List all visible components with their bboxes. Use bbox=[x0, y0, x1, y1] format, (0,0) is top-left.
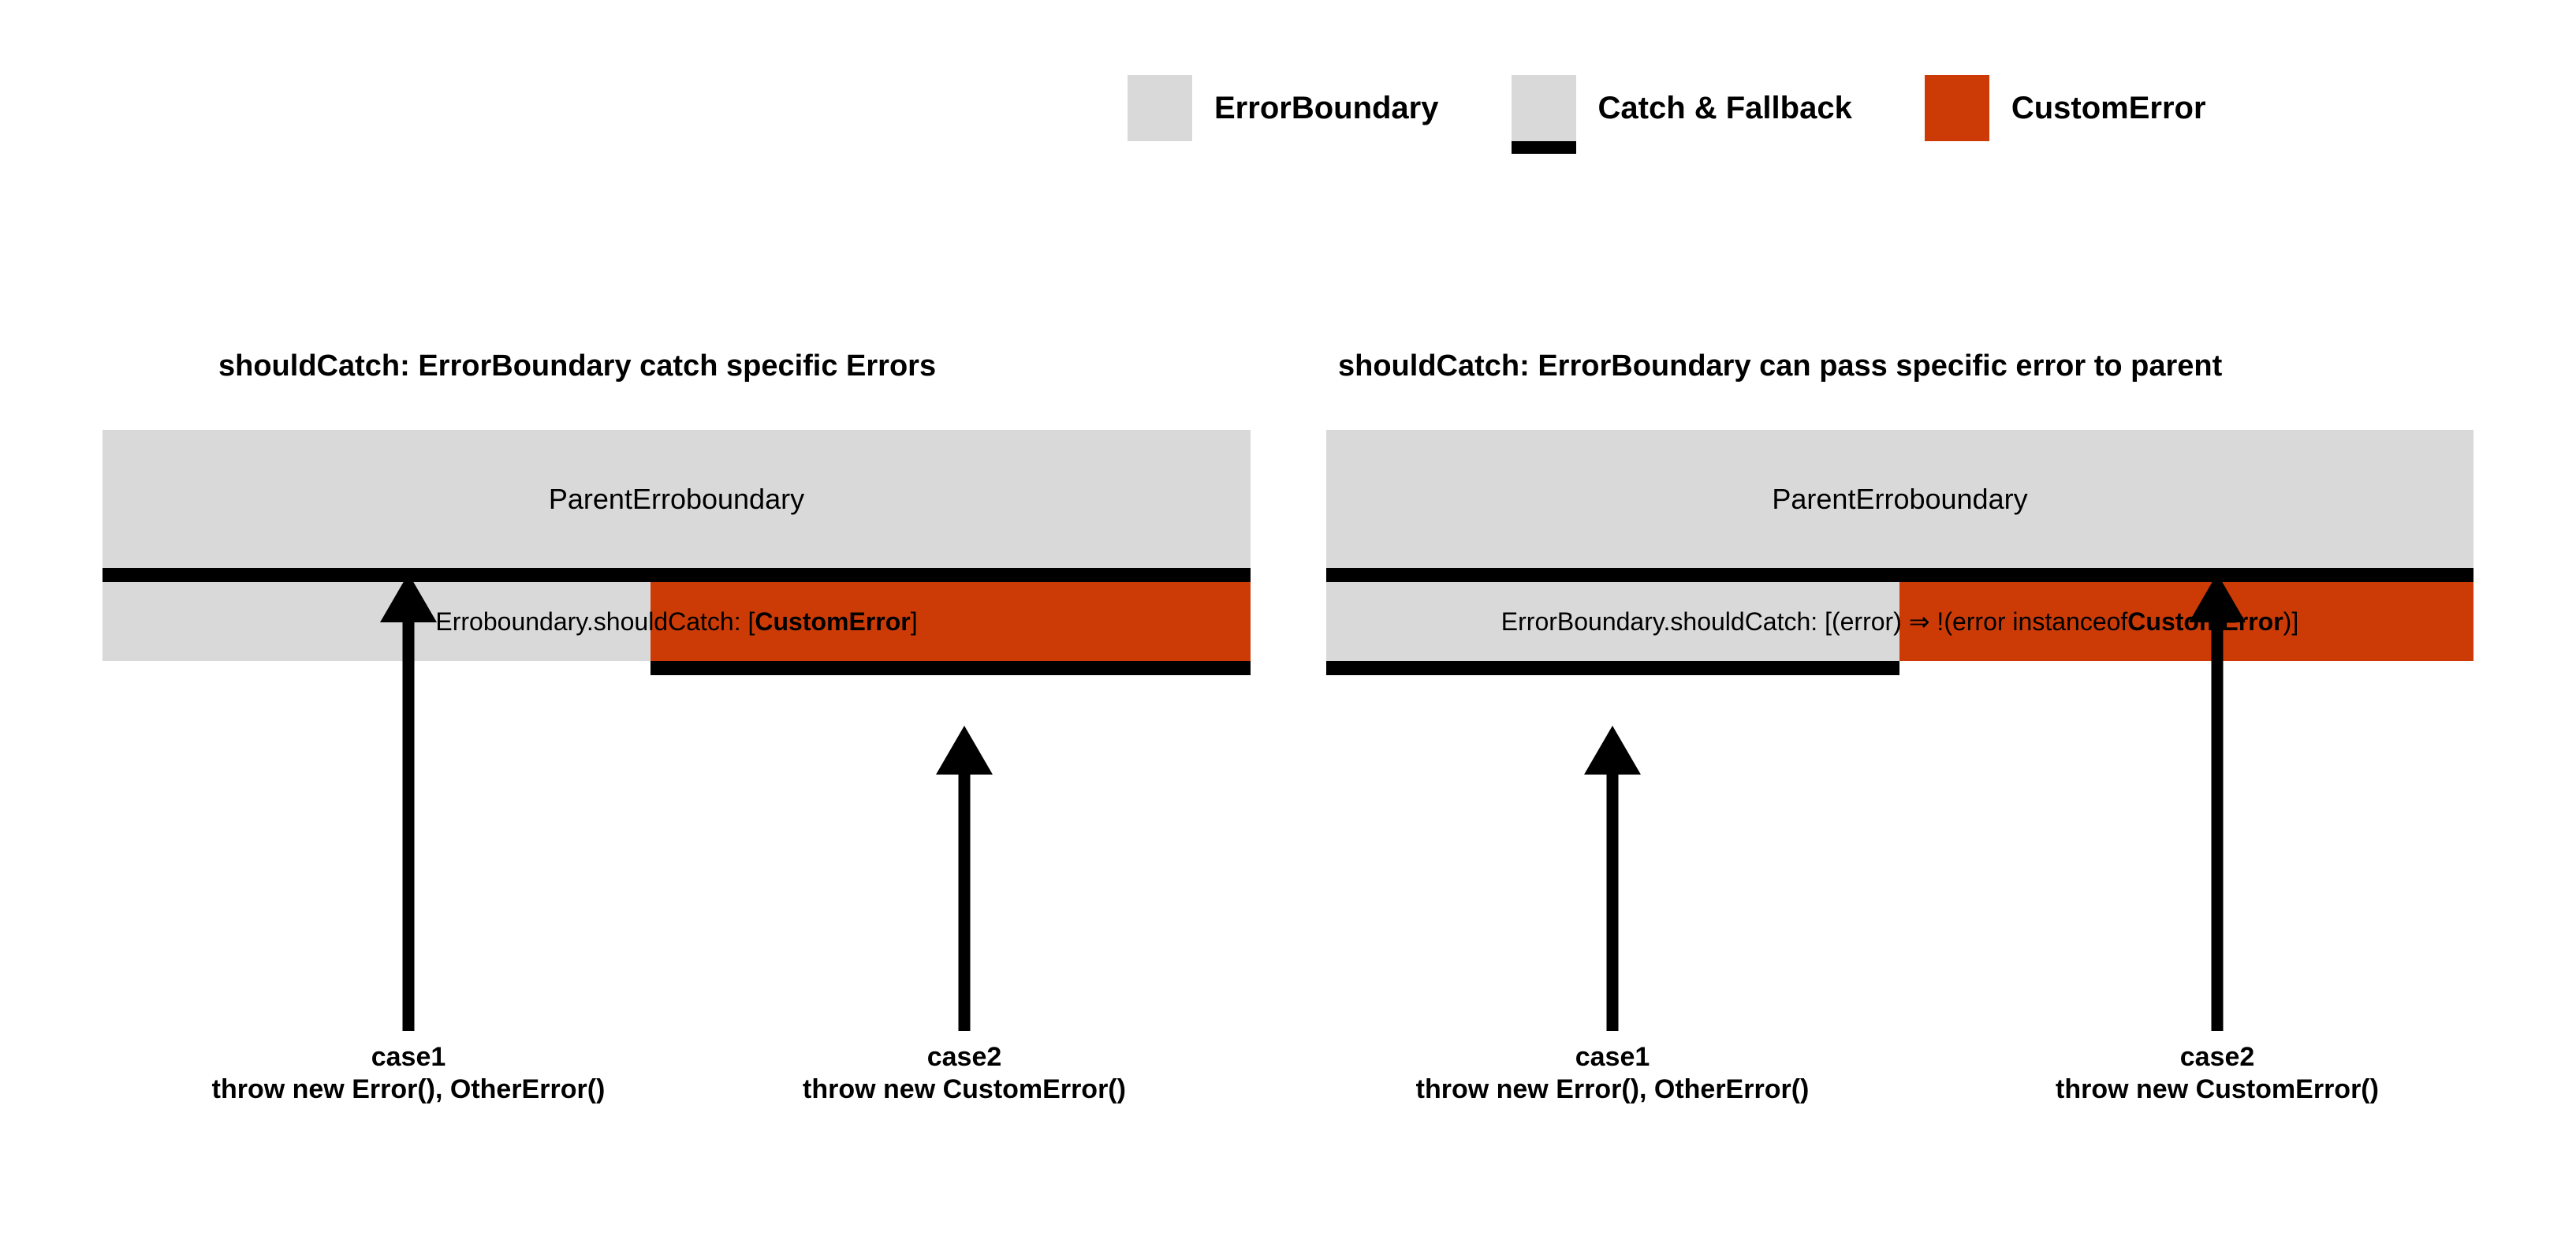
panel-right-diagram: ParentErroboundary ErrorBoundary.shouldC… bbox=[1326, 430, 2473, 675]
orange-square-icon bbox=[1924, 75, 1989, 141]
arrow-shaft-icon bbox=[958, 765, 971, 1031]
panel-right-case2-name: case2 bbox=[2179, 1042, 2255, 1072]
panel-left-case2-code: throw new CustomError() bbox=[803, 1074, 1126, 1104]
gray-square-icon bbox=[1128, 75, 1192, 141]
panel-left-inner-row: Erroboundary.shouldCatch: [CustomError] bbox=[103, 582, 1251, 675]
panel-left-case1-name: case1 bbox=[371, 1042, 446, 1072]
legend-swatch-errorboundary bbox=[1128, 75, 1192, 141]
panel-right-arrow-case2 bbox=[2170, 573, 2265, 1031]
panel-right-case1-name: case1 bbox=[1575, 1042, 1650, 1072]
arrow-shaft-icon bbox=[2211, 613, 2224, 1031]
panel-right-cell-gray bbox=[1326, 582, 1899, 675]
panel-right-arrow-case1 bbox=[1565, 726, 1660, 1031]
panel-left-arrow-case1 bbox=[361, 573, 456, 1031]
panel-right-parent-bottom-bar bbox=[1326, 568, 2473, 582]
panel-left-cell-orange bbox=[651, 582, 1251, 675]
panel-left-diagram: ParentErroboundary Erroboundary.shouldCa… bbox=[103, 430, 1251, 675]
panel-left-case1-caption: case1 throw new Error(), OtherError() bbox=[212, 1041, 606, 1106]
legend-item-errorboundary: ErrorBoundary bbox=[1128, 75, 1439, 141]
panel-left-parent-bottom-bar bbox=[103, 568, 1251, 582]
panel-right-cell-gray-bottom-bar bbox=[1326, 661, 1899, 675]
legend-label-errorboundary: ErrorBoundary bbox=[1214, 91, 1439, 125]
legend-swatch-customerror bbox=[1924, 75, 1989, 141]
panel-right-cell-orange bbox=[1899, 582, 2473, 661]
panel-left-cell-orange-bottom-bar bbox=[651, 661, 1251, 675]
gray-square-with-black-bar-icon bbox=[1511, 75, 1576, 141]
panel-right-case2-caption: case2 throw new CustomError() bbox=[2056, 1041, 2379, 1106]
panel-left-arrow-case2 bbox=[917, 726, 1012, 1031]
panel-right-case2-code: throw new CustomError() bbox=[2056, 1074, 2379, 1104]
panel-right-case1-caption: case1 throw new Error(), OtherError() bbox=[1416, 1041, 1810, 1106]
panel-left-title: shouldCatch: ErrorBoundary catch specifi… bbox=[218, 349, 937, 383]
legend: ErrorBoundary Catch & Fallback CustomErr… bbox=[1128, 75, 2206, 154]
panel-left-cell-gray bbox=[103, 582, 651, 661]
panel-left-parent-label: ParentErroboundary bbox=[548, 482, 805, 515]
legend-swatch-catch-fallback bbox=[1511, 75, 1576, 154]
panel-right-case1-code: throw new Error(), OtherError() bbox=[1415, 1074, 1810, 1104]
legend-label-customerror: CustomError bbox=[2011, 91, 2206, 125]
panel-right-parent-label: ParentErroboundary bbox=[1772, 482, 2028, 515]
panel-left-case2-caption: case2 throw new CustomError() bbox=[803, 1041, 1126, 1106]
panel-right-title: shouldCatch: ErrorBoundary can pass spec… bbox=[1338, 349, 2223, 383]
arrow-shaft-icon bbox=[1606, 765, 1619, 1031]
legend-item-customerror: CustomError bbox=[1924, 75, 2206, 141]
panel-left-case1-code: throw new Error(), OtherError() bbox=[211, 1074, 606, 1104]
legend-label-catch-fallback: Catch & Fallback bbox=[1597, 91, 1852, 125]
legend-item-catch-fallback: Catch & Fallback bbox=[1511, 75, 1852, 154]
panel-left-case2-name: case2 bbox=[926, 1042, 1002, 1072]
panel-right-inner-row: ErrorBoundary.shouldCatch: [(error) ⇒ !(… bbox=[1326, 582, 2473, 675]
panel-left-parent-block: ParentErroboundary bbox=[103, 430, 1251, 568]
arrow-shaft-icon bbox=[402, 613, 415, 1031]
panel-right-parent-block: ParentErroboundary bbox=[1326, 430, 2473, 568]
black-bar-icon bbox=[1511, 141, 1576, 154]
